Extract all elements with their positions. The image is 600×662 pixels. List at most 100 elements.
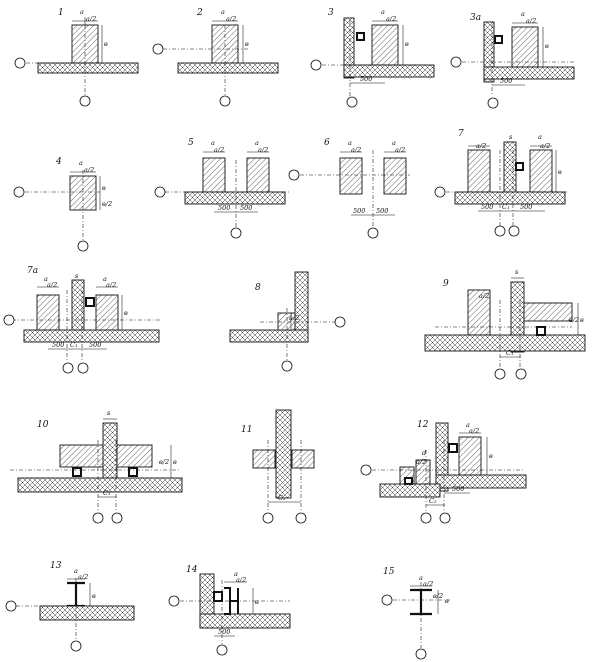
dimension-label: a — [521, 10, 525, 18]
slab-section — [184, 191, 286, 205]
slab-section — [39, 605, 135, 621]
dimension-label: 500 — [89, 341, 101, 349]
dimension-label: в — [245, 40, 249, 48]
slab-section — [424, 334, 586, 352]
dimension-label: a/2 — [47, 281, 57, 289]
grid-axis-bubble — [77, 362, 89, 374]
grid-axis-bubble — [154, 186, 166, 198]
grid-axis-bubble — [515, 368, 527, 380]
slab-section — [343, 64, 435, 78]
dimension-label: a — [538, 133, 542, 141]
slab-section — [17, 477, 183, 493]
dimension-label: a/2 — [423, 580, 433, 588]
dimension-label: в/2 — [159, 458, 169, 466]
column-section — [95, 294, 119, 331]
diagram-number-13: 13 — [50, 561, 62, 571]
slab-section — [229, 329, 309, 343]
dimension-label: a/2 — [236, 576, 246, 584]
diagram-number-15: 15 — [383, 567, 395, 577]
diagram-number-2: 2 — [196, 8, 203, 18]
diagram-3: 3 a a/2 в 500 — [310, 8, 435, 108]
dimension-label: s — [509, 133, 513, 141]
column-section — [202, 157, 226, 193]
dimension-label: a/2 — [469, 427, 479, 435]
dimension-label: a/2 — [386, 15, 396, 23]
diagram-11: 11 C₂ — [241, 409, 315, 524]
wall-section — [435, 422, 449, 492]
diagram-2: 2 a a/2 в — [152, 8, 279, 107]
diagram-13: 13 a a/2 в — [5, 561, 135, 652]
grid-axis-bubble — [219, 95, 231, 107]
diagram-4: 4 a a/2 в в/2 — [13, 157, 112, 252]
diagram-number-1: 1 — [58, 8, 64, 18]
dimension-label: в/2 — [433, 592, 443, 600]
column-section — [415, 459, 431, 485]
wall-section — [275, 409, 292, 499]
dimension-label: C₁ — [502, 203, 510, 211]
grid-axis-bubble — [367, 227, 379, 239]
steel-insert — [448, 443, 458, 453]
steel-insert — [404, 477, 413, 485]
diagram-3a: 3a a a/2 в 500 — [450, 10, 575, 109]
diagram-number-6: 6 — [324, 138, 330, 148]
diagram-number-5: 5 — [188, 138, 194, 148]
diagram-6: 6 a a a/2 a/2 500 500 — [288, 138, 410, 239]
dimension-label: a/2 — [106, 281, 116, 289]
grid-axis-bubble — [487, 97, 499, 109]
dimension-label: в — [92, 592, 96, 600]
column-section — [339, 157, 363, 195]
column-section — [291, 449, 315, 469]
grid-axis-bubble — [450, 56, 462, 68]
grid-axis-bubble — [415, 648, 427, 660]
dimension-label: в — [255, 598, 259, 606]
column-section — [252, 449, 276, 469]
grid-axis-bubble — [262, 512, 274, 524]
dimension-label: 500 — [520, 203, 532, 211]
dimension-label: в — [558, 168, 562, 176]
diagram-7: 7 s a/2 a a/2 в 500 C₁ 500 — [434, 129, 568, 237]
grid-axis-bubble — [14, 57, 26, 69]
grid-axis-bubble — [13, 186, 25, 198]
dimension-label: в — [545, 42, 549, 50]
grid-axis-bubble — [360, 464, 372, 476]
diagram-number-8: 8 — [255, 283, 261, 293]
dimension-label: a/2 — [476, 142, 486, 150]
grid-axis-bubble — [92, 512, 104, 524]
grid-axis-bubble — [111, 512, 123, 524]
dimension-label: a/2 — [479, 292, 489, 300]
dimension-label: a/2 — [84, 166, 94, 174]
dimension-label: 500 — [360, 75, 372, 83]
grid-axis-bubble — [439, 512, 451, 524]
dimension-label: a/2 — [526, 17, 536, 25]
diagram-1: 1 a a/2 в — [14, 8, 140, 107]
dimension-label: d — [422, 449, 426, 457]
dimension-label: a — [221, 8, 225, 16]
steel-insert — [356, 32, 365, 41]
dimension-label: s — [515, 268, 519, 276]
grid-axis-bubble — [77, 240, 89, 252]
dimension-label: в — [102, 184, 106, 192]
diagram-number-4: 4 — [55, 157, 62, 167]
dimension-label: в/2 — [569, 316, 579, 324]
dimension-label: в — [173, 458, 177, 466]
grid-axis-bubble — [420, 512, 432, 524]
grid-axis-bubble — [381, 594, 393, 606]
diagram-7a: 7a a a/2 s a a/2 в 500 C₁ 500 — [3, 266, 160, 374]
dimension-label: в — [124, 309, 128, 317]
dimension-label: a — [255, 139, 259, 147]
grid-axis-bubble — [62, 362, 74, 374]
diagram-number-7: 7 — [458, 129, 464, 139]
diagram-14: 14 a a/2 в 500 — [168, 565, 291, 656]
grid-axis-bubble — [216, 644, 228, 656]
dim-label-b: в — [104, 40, 108, 48]
grid-axis-bubble — [346, 96, 358, 108]
dimension-label: a — [103, 275, 107, 283]
grid-axis-bubble — [295, 512, 307, 524]
diagram-number-12: 12 — [417, 420, 429, 430]
dimension-label: a — [348, 139, 352, 147]
dimension-label: a/2 — [226, 15, 236, 23]
column-section — [246, 157, 270, 193]
dimension-label: 500 — [218, 204, 230, 212]
dimension-label: C₂ — [278, 494, 286, 502]
